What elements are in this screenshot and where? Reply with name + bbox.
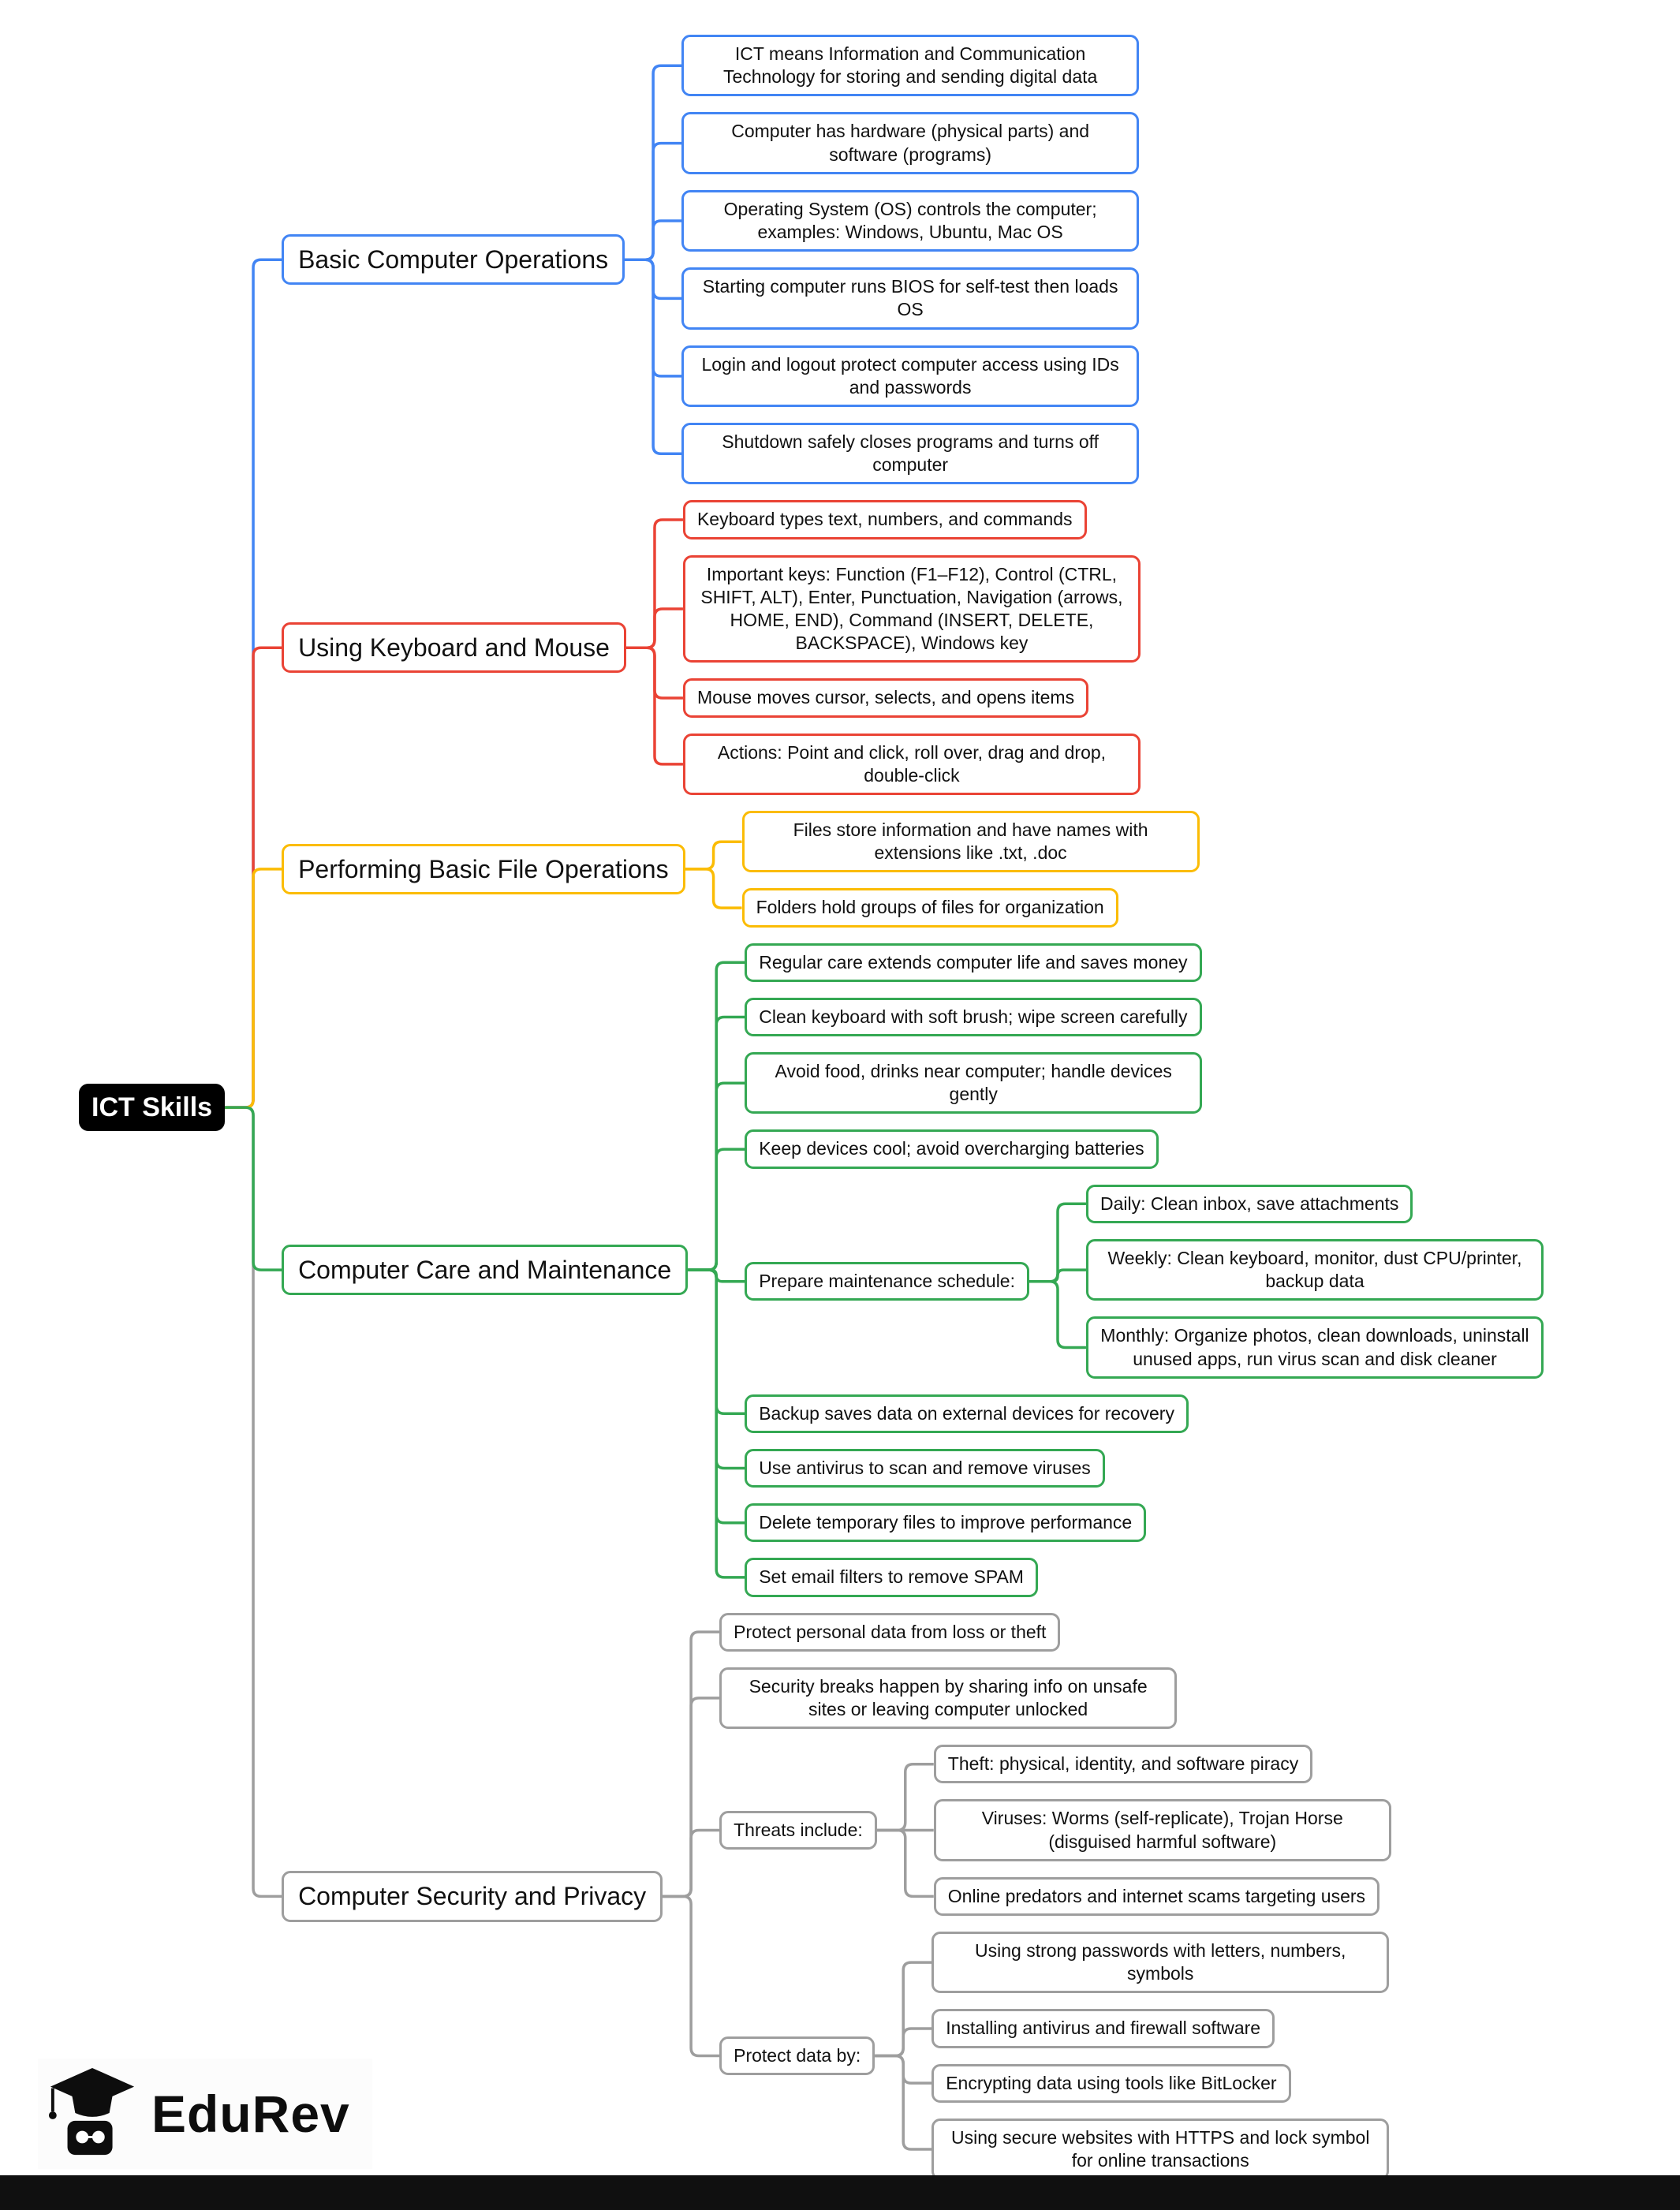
tree-row: Daily: Clean inbox, save attachments <box>1085 1184 1413 1223</box>
branch-node-performing-basic-file-operations: Performing Basic File Operations <box>282 843 685 895</box>
branch-node-computer-security-and-privacy: Computer Security and Privacy <box>282 1871 663 1922</box>
leaf-node-prepare-maintenance-schedule: Prepare maintenance schedule: <box>745 1262 1029 1301</box>
leaf-node-theft-physical-identity-and-software-piracy: Theft: physical, identity, and software … <box>933 1745 1313 1784</box>
leaf-node-mouse-moves-cursor-selects-and-opens-items: Mouse moves cursor, selects, and opens i… <box>682 678 1089 718</box>
leaf-node-computer-has-hardware-physical-parts-and-sof: Computer has hardware (physical parts) a… <box>681 112 1140 174</box>
tree-row: Computer Care and Maintenance Regular car… <box>282 943 1544 1597</box>
tree-row: Installing antivirus and firewall softwa… <box>931 2009 1275 2048</box>
leaf-node-files-store-information-and-have-names-with-: Files store information and have names w… <box>741 811 1200 873</box>
tree-row: Threats include: Theft: physical, identit… <box>719 1745 1391 1916</box>
branch-node-using-keyboard-and-mouse: Using Keyboard and Mouse <box>282 622 626 674</box>
leaf-node-important-keys-function-f1-f12-control-ctrl-: Important keys: Function (F1–F12), Contr… <box>682 554 1141 663</box>
tree-row: Operating System (OS) controls the compu… <box>681 189 1140 252</box>
tree-row: Online predators and internet scams targ… <box>933 1876 1380 1916</box>
leaf-node-protect-personal-data-from-loss-or-theft: Protect personal data from loss or theft <box>719 1612 1061 1652</box>
bottom-bar <box>0 2175 1680 2210</box>
leaf-node-weekly-clean-keyboard-monitor-dust-cpu-print: Weekly: Clean keyboard, monitor, dust CP… <box>1085 1238 1544 1301</box>
tree-row: Use antivirus to scan and remove viruses <box>745 1448 1105 1488</box>
mindmap-tree: ICT Skills Basic Computer Operations ICT m… <box>79 35 1544 2181</box>
tree-row: Clean keyboard with soft brush; wipe scr… <box>745 997 1202 1037</box>
leaf-node-daily-clean-inbox-save-attachments: Daily: Clean inbox, save attachments <box>1085 1184 1413 1223</box>
children-column: Keyboard types text, numbers, and comman… <box>682 500 1141 796</box>
root-node-ict-skills: ICT Skills <box>79 1083 226 1132</box>
children-column: Using strong passwords with letters, num… <box>931 1931 1390 2181</box>
leaf-node-online-predators-and-internet-scams-targetin: Online predators and internet scams targ… <box>933 1876 1380 1916</box>
tree-row: Theft: physical, identity, and software … <box>933 1745 1313 1784</box>
leaf-node-encrypting-data-using-tools-like-bitlocker: Encrypting data using tools like BitLock… <box>931 2063 1291 2103</box>
edurev-logo: EduRev <box>38 2059 372 2169</box>
tree-row: Keep devices cool; avoid overcharging ba… <box>745 1129 1159 1169</box>
leaf-node-shutdown-safely-closes-programs-and-turns-of: Shutdown safely closes programs and turn… <box>681 423 1140 485</box>
tree-row: Encrypting data using tools like BitLock… <box>931 2063 1291 2103</box>
leaf-node-folders-hold-groups-of-files-for-organizatio: Folders hold groups of files for organiz… <box>741 888 1118 928</box>
leaf-node-clean-keyboard-with-soft-brush-wipe-screen-c: Clean keyboard with soft brush; wipe scr… <box>745 997 1202 1037</box>
leaf-node-login-and-logout-protect-computer-access-usi: Login and logout protect computer access… <box>681 345 1140 408</box>
children-column: Basic Computer Operations ICT means Infor… <box>282 35 1544 2181</box>
tree-row: Mouse moves cursor, selects, and opens i… <box>682 678 1089 718</box>
tree-row: Delete temporary files to improve perfor… <box>745 1503 1147 1543</box>
leaf-node-regular-care-extends-computer-life-and-saves: Regular care extends computer life and s… <box>745 943 1202 982</box>
tree-row: Performing Basic File Operations Files st… <box>282 811 1200 928</box>
leaf-node-viruses-worms-self-replicate-trojan-horse-di: Viruses: Worms (self-replicate), Trojan … <box>933 1799 1391 1861</box>
tree-row: Starting computer runs BIOS for self-tes… <box>681 267 1140 330</box>
leaf-node-security-breaks-happen-by-sharing-info-on-un: Security breaks happen by sharing info o… <box>719 1667 1178 1730</box>
tree-row: Using Keyboard and Mouse Keyboard types t… <box>282 500 1141 796</box>
tree-row: Folders hold groups of files for organiz… <box>741 888 1118 928</box>
leaf-node-set-email-filters-to-remove-spam: Set email filters to remove SPAM <box>745 1558 1038 1597</box>
leaf-node-starting-computer-runs-bios-for-self-test-th: Starting computer runs BIOS for self-tes… <box>681 267 1140 330</box>
children-column: Regular care extends computer life and s… <box>745 943 1544 1597</box>
children-column: ICT means Information and Communication … <box>681 35 1140 485</box>
tree-row: Computer has hardware (physical parts) a… <box>681 112 1140 174</box>
edurev-logo-text: EduRev <box>151 2085 350 2143</box>
tree-row: Monthly: Organize photos, clean download… <box>1085 1316 1544 1379</box>
leaf-node-backup-saves-data-on-external-devices-for-re: Backup saves data on external devices fo… <box>745 1394 1189 1433</box>
tree-row: Basic Computer Operations ICT means Infor… <box>282 35 1140 485</box>
leaf-node-installing-antivirus-and-firewall-software: Installing antivirus and firewall softwa… <box>931 2009 1275 2048</box>
leaf-node-ict-means-information-and-communication-tech: ICT means Information and Communication … <box>681 35 1140 97</box>
tree-row: Keyboard types text, numbers, and comman… <box>682 500 1087 539</box>
children-column: Theft: physical, identity, and software … <box>933 1745 1391 1916</box>
children-column: Protect personal data from loss or theft… <box>719 1612 1391 2181</box>
branch-node-basic-computer-operations: Basic Computer Operations <box>282 234 625 286</box>
tree-row: Computer Security and Privacy Protect per… <box>282 1612 1391 2181</box>
tree-row: Security breaks happen by sharing info o… <box>719 1667 1178 1730</box>
leaf-node-protect-data-by: Protect data by: <box>719 2036 875 2076</box>
leaf-node-delete-temporary-files-to-improve-performanc: Delete temporary files to improve perfor… <box>745 1503 1147 1543</box>
leaf-node-using-secure-websites-with-https-and-lock-sy: Using secure websites with HTTPS and loc… <box>931 2118 1390 2181</box>
tree-row: ICT Skills Basic Computer Operations ICT m… <box>79 35 1544 2181</box>
tree-row: Shutdown safely closes programs and turn… <box>681 423 1140 485</box>
tree-row: Files store information and have names w… <box>741 811 1200 873</box>
tree-row: Regular care extends computer life and s… <box>745 943 1202 982</box>
tree-row: ICT means Information and Communication … <box>681 35 1140 97</box>
tree-row: Using secure websites with HTTPS and loc… <box>931 2118 1390 2181</box>
tree-row: Actions: Point and click, roll over, dra… <box>682 733 1141 796</box>
children-column: Files store information and have names w… <box>741 811 1200 928</box>
leaf-node-actions-point-and-click-roll-over-drag-and-d: Actions: Point and click, roll over, dra… <box>682 733 1141 796</box>
leaf-node-monthly-organize-photos-clean-downloads-unin: Monthly: Organize photos, clean download… <box>1085 1316 1544 1379</box>
tree-row: Protect data by: Using strong passwords w… <box>719 1931 1390 2181</box>
tree-row: Backup saves data on external devices fo… <box>745 1394 1189 1433</box>
tree-row: Prepare maintenance schedule: Daily: Clea… <box>745 1184 1544 1379</box>
branch-node-computer-care-and-maintenance: Computer Care and Maintenance <box>282 1244 689 1296</box>
tree-row: Avoid food, drinks near computer; handle… <box>745 1052 1203 1114</box>
leaf-node-keyboard-types-text-numbers-and-commands: Keyboard types text, numbers, and comman… <box>682 500 1087 539</box>
leaf-node-using-strong-passwords-with-letters-numbers-: Using strong passwords with letters, num… <box>931 1931 1390 1994</box>
tree-row: Protect personal data from loss or theft <box>719 1612 1061 1652</box>
leaf-node-operating-system-os-controls-the-computer-ex: Operating System (OS) controls the compu… <box>681 189 1140 252</box>
leaf-node-avoid-food-drinks-near-computer-handle-devic: Avoid food, drinks near computer; handle… <box>745 1052 1203 1114</box>
tree-row: Login and logout protect computer access… <box>681 345 1140 408</box>
edurev-logo-icon <box>48 2067 135 2156</box>
leaf-node-threats-include: Threats include: <box>719 1810 877 1850</box>
tree-row: Using strong passwords with letters, num… <box>931 1931 1390 1994</box>
leaf-node-use-antivirus-to-scan-and-remove-viruses: Use antivirus to scan and remove viruses <box>745 1448 1105 1488</box>
leaf-node-keep-devices-cool-avoid-overcharging-batteri: Keep devices cool; avoid overcharging ba… <box>745 1129 1159 1169</box>
tree-row: Viruses: Worms (self-replicate), Trojan … <box>933 1799 1391 1861</box>
tree-row: Important keys: Function (F1–F12), Contr… <box>682 554 1141 663</box>
tree-row: Set email filters to remove SPAM <box>745 1558 1038 1597</box>
tree-row: Weekly: Clean keyboard, monitor, dust CP… <box>1085 1238 1544 1301</box>
